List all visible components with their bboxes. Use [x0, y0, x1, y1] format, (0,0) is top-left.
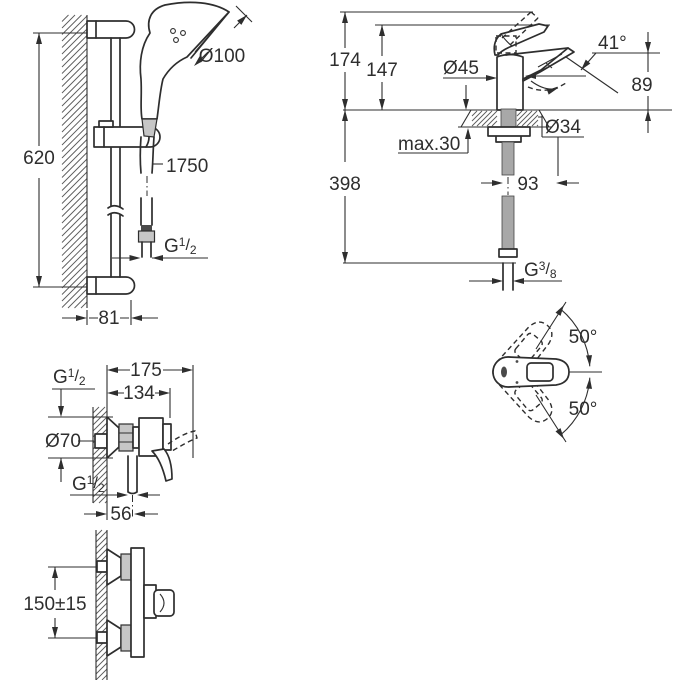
- dim-hose-below: 398: [329, 174, 361, 195]
- dim-inlet-spacing: 150±15: [23, 594, 86, 615]
- dim-outlet-thread: G1/2: [72, 473, 105, 495]
- drawing-shower-mixer-front: 150±15: [23, 529, 175, 680]
- drawing-shower-rail-set: 620 1750 G1/2 Ø100: [23, 1, 253, 329]
- dim-hole-diameter: Ø34: [545, 117, 581, 138]
- dim-lever-height: 147: [366, 60, 398, 81]
- dim-supply-thread: G3/8: [524, 259, 557, 281]
- dim-hose-offset: 93: [517, 174, 538, 195]
- drawing-handle-top-view: 50° 50°: [492, 301, 602, 443]
- dim-depth-body: 134: [123, 383, 155, 404]
- dim-depth-total: 175: [130, 360, 162, 381]
- dim-swing-down: 50°: [569, 399, 598, 420]
- dim-max-counter: max.30: [398, 134, 460, 155]
- dim-escutcheon-diameter: Ø70: [45, 431, 81, 452]
- dim-hose-thread: G1/2: [164, 235, 197, 257]
- dim-inlet-thread: G1/2: [53, 366, 86, 388]
- dim-outlet-offset: 56: [110, 504, 131, 525]
- dim-spout-height: 89: [631, 75, 652, 96]
- dim-head-diameter: Ø100: [199, 46, 245, 67]
- dim-body-diameter: Ø45: [443, 58, 479, 79]
- dim-hose-length: 1750: [166, 156, 208, 177]
- dim-lever-angle: 41°: [598, 33, 627, 54]
- dimension-arrowheads: [36, 12, 651, 638]
- drawing-shower-mixer-side: 175 134 G1/2 Ø70 G1/2 56: [45, 360, 198, 525]
- dim-wall-distance: 81: [98, 308, 119, 329]
- dim-swing-up: 50°: [569, 327, 598, 348]
- dim-rail-height: 620: [23, 148, 55, 169]
- drawing-basin-mixer: 174 147 398 41° Ø45 89 max: [329, 11, 672, 291]
- dim-total-height: 174: [329, 50, 361, 71]
